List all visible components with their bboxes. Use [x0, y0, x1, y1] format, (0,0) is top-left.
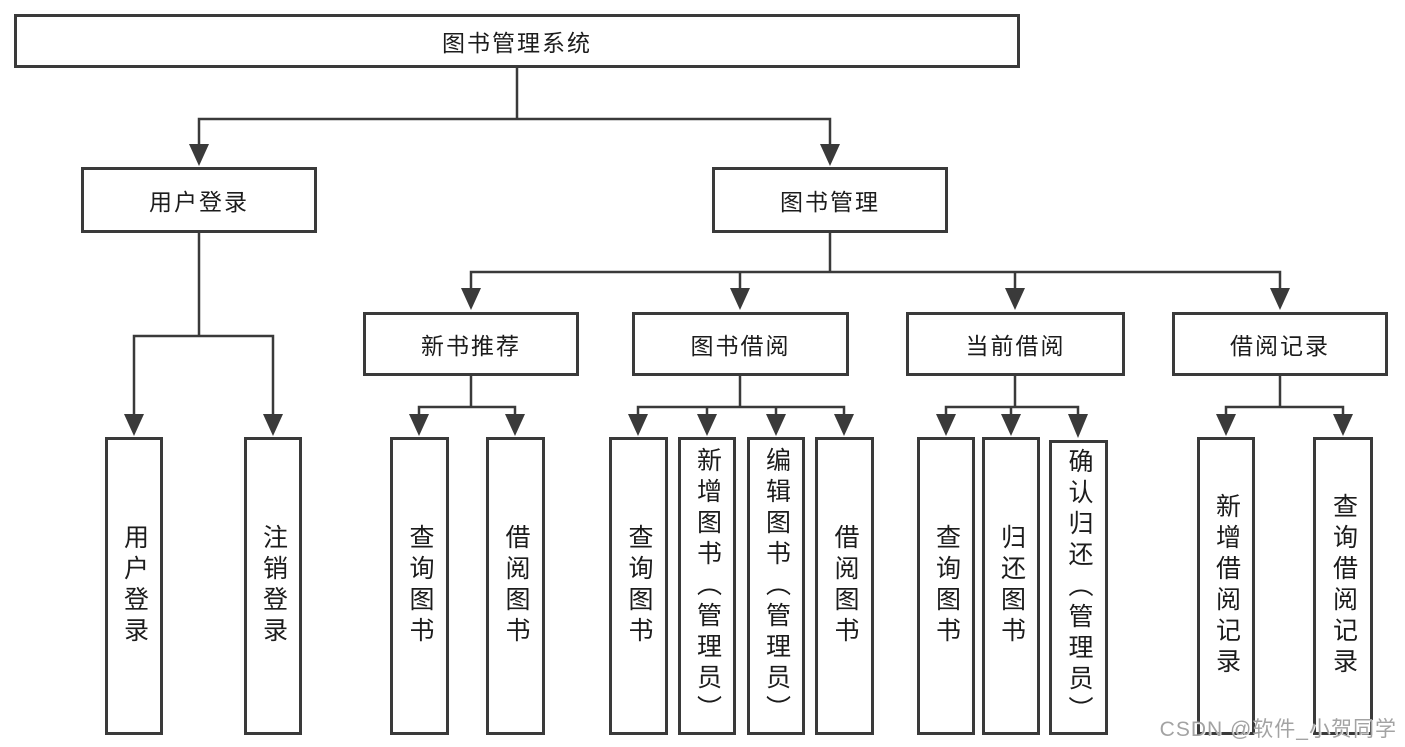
node-book-borrowing: 图书借阅	[632, 312, 849, 376]
node-library-management-system: 图书管理系统	[14, 14, 1020, 68]
node-label: 借阅图书	[831, 524, 859, 648]
leaf-records-query-borrow-record: 查询借阅记录	[1313, 437, 1373, 735]
leaf-recommend-query-books: 查询图书	[390, 437, 449, 735]
node-label: 新书推荐	[421, 333, 521, 359]
leaf-current-confirm-return-admin: 确认归还（管理员）	[1049, 440, 1108, 735]
node-label: 查询图书	[406, 524, 434, 648]
node-label: 编辑图书（管理员）	[762, 446, 791, 726]
arrowhead-triangles	[124, 144, 1353, 438]
node-label: 归还图书	[997, 524, 1026, 648]
node-label: 借阅记录	[1230, 333, 1330, 359]
leaf-records-add-borrow-record: 新增借阅记录	[1197, 437, 1255, 735]
leaf-borrowing-borrow-books: 借阅图书	[815, 437, 874, 735]
leaf-recommend-borrow-books: 借阅图书	[486, 437, 545, 735]
node-label: 借阅图书	[502, 524, 530, 648]
node-label: 确认归还（管理员）	[1065, 448, 1093, 727]
node-borrowing-records: 借阅记录	[1172, 312, 1388, 376]
node-current-borrowing: 当前借阅	[906, 312, 1125, 376]
leaf-borrowing-query-books: 查询图书	[609, 437, 668, 735]
leaf-borrowing-add-book-admin: 新增图书（管理员）	[678, 437, 736, 735]
leaf-current-return-books: 归还图书	[982, 437, 1040, 735]
node-label: 图书管理	[780, 189, 880, 215]
node-label: 用户登录	[149, 189, 249, 215]
node-book-management: 图书管理	[712, 167, 948, 233]
node-label: 当前借阅	[965, 333, 1066, 359]
node-label: 图书借阅	[690, 333, 791, 359]
leaf-logout-login: 注销登录	[244, 437, 302, 735]
node-user-login: 用户登录	[81, 167, 317, 233]
node-new-book-recommendation: 新书推荐	[363, 312, 579, 376]
csdn-watermark: CSDN @软件_小贺同学	[1159, 718, 1397, 741]
node-label: 查询图书	[625, 524, 653, 648]
node-label: 图书管理系统	[442, 30, 592, 56]
leaf-user-login: 用户登录	[105, 437, 163, 735]
node-label: 用户登录	[120, 524, 149, 648]
node-label: 新增借阅记录	[1212, 493, 1241, 679]
leaf-current-query-books: 查询图书	[917, 437, 975, 735]
node-label: 新增图书（管理员）	[693, 446, 722, 726]
node-label: 注销登录	[259, 524, 288, 648]
node-label: 查询借阅记录	[1329, 493, 1358, 679]
connector-lines	[132, 66, 1345, 420]
leaf-borrowing-edit-book-admin: 编辑图书（管理员）	[747, 437, 805, 735]
node-label: 查询图书	[932, 524, 961, 648]
